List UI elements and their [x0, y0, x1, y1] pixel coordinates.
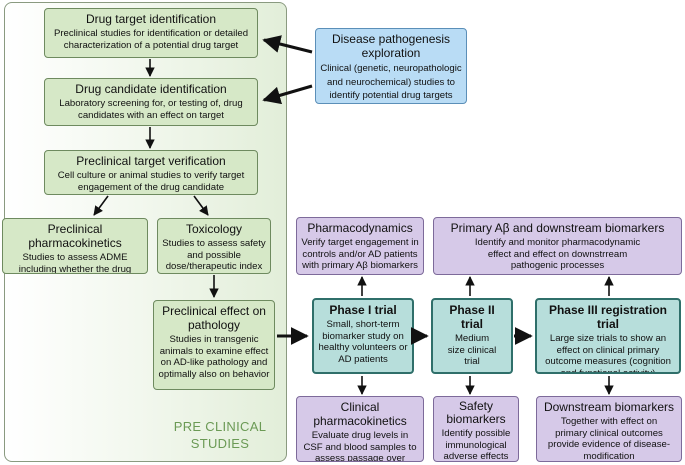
box-title: Phase I trial	[329, 303, 397, 317]
box-body: Studies to assess ADME including whether…	[18, 252, 132, 274]
disease-pathogenesis-box: Disease pathogenesis exploration Clinica…	[315, 28, 467, 104]
box-title: Preclinical pharmacokinetics	[28, 222, 122, 250]
toxicology-box: Toxicology Studies to assess safety and …	[157, 218, 271, 274]
phase2-trial-box: Phase II trial Medium size clinical tria…	[431, 298, 513, 374]
box-body: Studies to assess safety and possible do…	[162, 238, 266, 272]
box-body: Laboratory screening for, or testing of,…	[59, 98, 243, 121]
box-body: Medium size clinical trial	[447, 333, 497, 367]
box-title: Drug candidate identification	[75, 82, 227, 96]
box-title: Drug target identification	[85, 12, 217, 26]
phase3-trial-box: Phase III registration trial Large size …	[535, 298, 681, 374]
box-body: Preclinical studies for identification o…	[53, 28, 249, 51]
preclinical-studies-label: PRE CLINICAL STUDIES	[165, 418, 275, 452]
arrow-verification-to-pk	[93, 195, 109, 216]
box-body: Identify and monitor pharmacodynamic eff…	[474, 237, 641, 271]
box-title: Clinical pharmacokinetics	[313, 400, 407, 428]
preclinical-pharmacokinetics-box: Preclinical pharmacokinetics Studies to …	[2, 218, 148, 274]
drug-candidate-identification-box: Drug candidate identification Laboratory…	[44, 78, 258, 126]
clinical-pharmacokinetics-box: Clinical pharmacokinetics Evaluate drug …	[296, 396, 424, 462]
box-body: Clinical (genetic, neuropathologic and n…	[320, 63, 462, 101]
box-body: Identify possible immunological adverse …	[441, 428, 511, 462]
box-body: Cell culture or animal studies to verify…	[57, 170, 245, 193]
box-body: Verify target engagement in controls and…	[301, 237, 419, 271]
primary-abeta-biomarkers-box: Primary Aβ and downstream biomarkers Ide…	[433, 217, 682, 275]
box-body: Evaluate drug levels in CSF and blood sa…	[303, 430, 417, 462]
arrow-pathogenesis-to-target	[262, 35, 313, 54]
preclinical-label-line2: STUDIES	[190, 436, 250, 451]
pharmacodynamics-box: Pharmacodynamics Verify target engagemen…	[296, 217, 424, 275]
arrow-pathogenesis-to-candidate	[262, 84, 313, 105]
preclinical-label-line1: PRE CLINICAL	[173, 419, 267, 434]
box-body: Large size trials to show an effect on c…	[545, 333, 671, 374]
phase1-trial-box: Phase I trial Small, short-term biomarke…	[312, 298, 414, 374]
box-title: Disease pathogenesis exploration	[331, 32, 451, 60]
preclinical-effect-box: Preclinical effect on pathology Studies …	[153, 300, 275, 390]
box-title: Toxicology	[185, 222, 243, 236]
downstream-biomarkers-box: Downstream biomarkers Together with effe…	[536, 396, 682, 462]
drug-target-identification-box: Drug target identification Preclinical s…	[44, 8, 258, 58]
box-title: Pharmacodynamics	[307, 221, 413, 235]
box-title: Primary Aβ and downstream biomarkers	[450, 221, 665, 235]
box-title: Preclinical target verification	[76, 154, 226, 168]
arrow-verification-to-toxicology	[193, 195, 209, 216]
box-body: Together with effect on primary clinical…	[547, 416, 671, 462]
box-title: Phase III registration trial	[548, 303, 668, 331]
box-title: Safety biomarkers	[446, 399, 506, 426]
box-body: Studies in transgenic animals to examine…	[158, 334, 270, 380]
box-title: Preclinical effect on pathology	[162, 304, 266, 332]
box-title: Phase II trial	[449, 303, 495, 331]
box-body: Small, short-term biomarker study on hea…	[318, 319, 408, 365]
preclinical-target-verification-box: Preclinical target verification Cell cul…	[44, 150, 258, 195]
safety-biomarkers-box: Safety biomarkers Identify possible immu…	[433, 396, 519, 462]
box-title: Downstream biomarkers	[543, 400, 675, 414]
